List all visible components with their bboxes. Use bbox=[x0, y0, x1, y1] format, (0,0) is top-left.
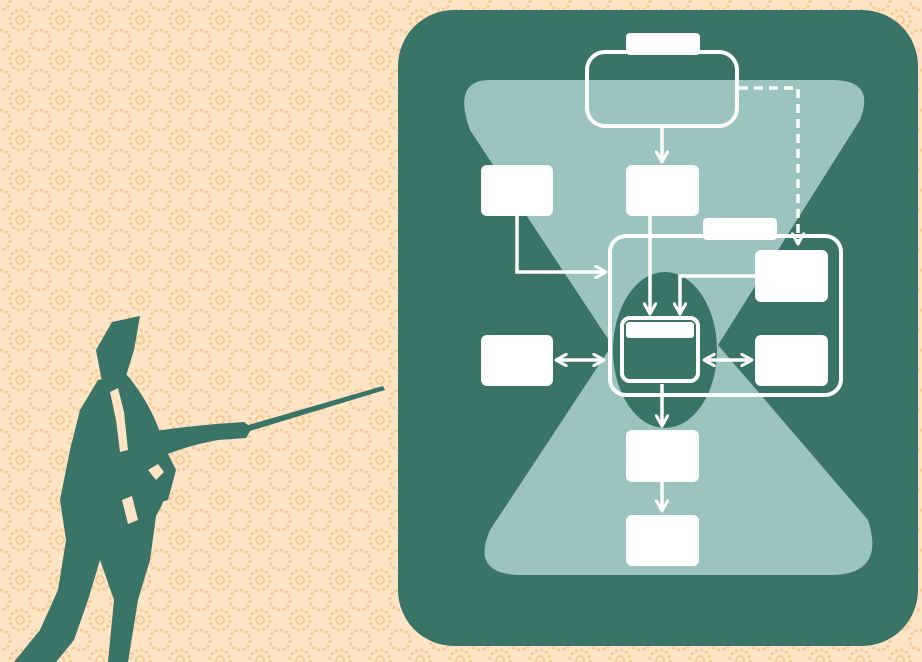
box-right-upper bbox=[755, 250, 828, 302]
box-bottom bbox=[626, 515, 699, 566]
box-center-upper bbox=[626, 165, 699, 216]
central-window-titlebar bbox=[626, 322, 694, 338]
box-center-lower bbox=[626, 430, 699, 482]
box-left-upper bbox=[481, 165, 553, 216]
box-left-middle bbox=[481, 335, 553, 386]
box-right-middle bbox=[755, 335, 828, 386]
